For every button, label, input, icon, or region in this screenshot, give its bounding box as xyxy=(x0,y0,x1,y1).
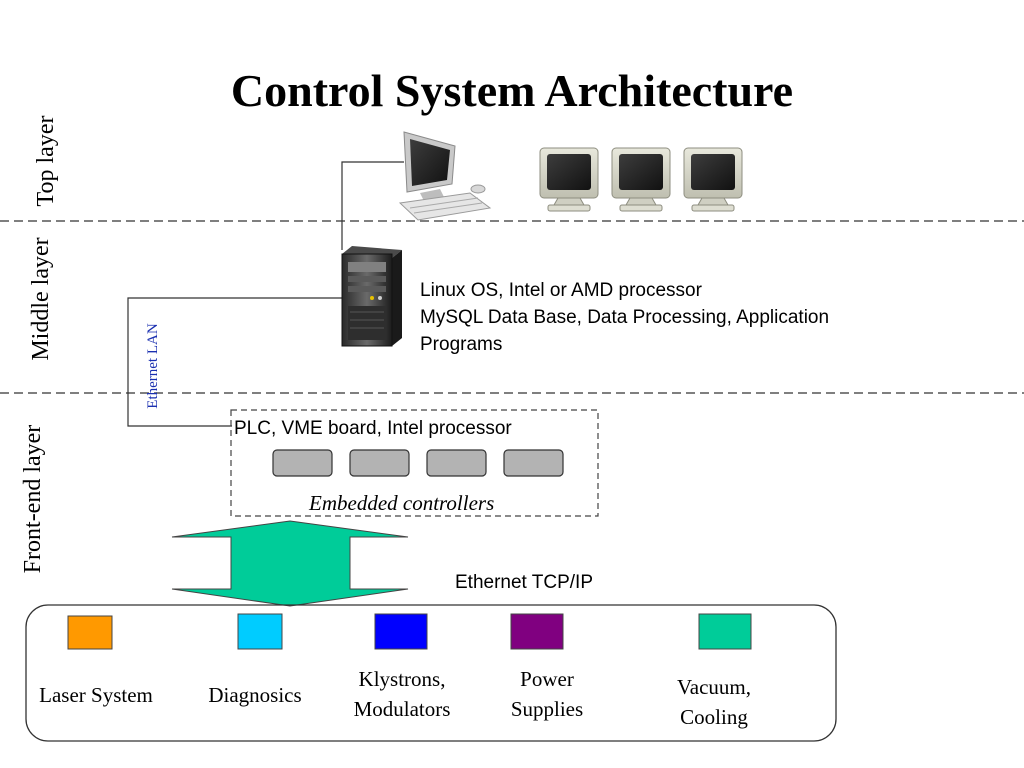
server-info-line1: Linux OS, Intel or AMD processor xyxy=(420,280,702,301)
crt-monitor-icon xyxy=(683,147,743,212)
tower-server-icon xyxy=(341,246,402,347)
server-info-line3: Programs xyxy=(420,334,503,355)
embedded-controllers-box xyxy=(230,409,599,517)
desktop-computer-icon xyxy=(398,131,492,221)
device-label-klystrons: Klystrons, Modulators xyxy=(353,667,451,721)
ethernet-tcp-label: Ethernet TCP/IP xyxy=(455,572,593,593)
frontend-layer-label: Front-end layer xyxy=(20,424,46,574)
devices-box xyxy=(25,604,837,742)
middle-layer-label: Middle layer xyxy=(28,237,54,361)
device-swatch-diagnostics xyxy=(237,613,283,650)
device-swatch-klystrons xyxy=(374,613,428,650)
server-info: Linux OS, Intel or AMD processor MySQL D… xyxy=(420,277,829,358)
controller-board xyxy=(426,449,487,477)
device-label-laser: Laser System xyxy=(39,683,153,707)
ethernet-lan-line xyxy=(127,297,346,427)
controller-board xyxy=(349,449,410,477)
top-layer-label: Top layer xyxy=(33,115,59,207)
device-label-power: Power Supplies xyxy=(510,667,584,721)
device-swatch-power-supplies xyxy=(510,613,564,650)
controllers-caption: Embedded controllers xyxy=(309,491,495,515)
controller-board xyxy=(272,449,333,477)
controller-board xyxy=(503,449,564,477)
crt-monitor-icon xyxy=(611,147,671,212)
device-swatch-laser-system xyxy=(67,615,113,650)
ethernet-lan-label: Ethernet LAN xyxy=(145,323,161,409)
device-label-diagnostics: Diagnosics xyxy=(208,683,302,707)
page-title: Control System Architecture xyxy=(230,65,794,116)
server-info-line2: MySQL Data Base, Data Processing, Applic… xyxy=(420,307,830,328)
controllers-title: PLC, VME board, Intel processor xyxy=(234,418,512,439)
crt-monitor-icon xyxy=(539,147,599,212)
device-label-vacuum: Vacuum, Cooling xyxy=(676,675,752,729)
device-swatch-vacuum-cooling xyxy=(698,613,752,650)
bidirectional-arrow xyxy=(171,520,409,607)
workstation-server-link xyxy=(341,161,404,250)
